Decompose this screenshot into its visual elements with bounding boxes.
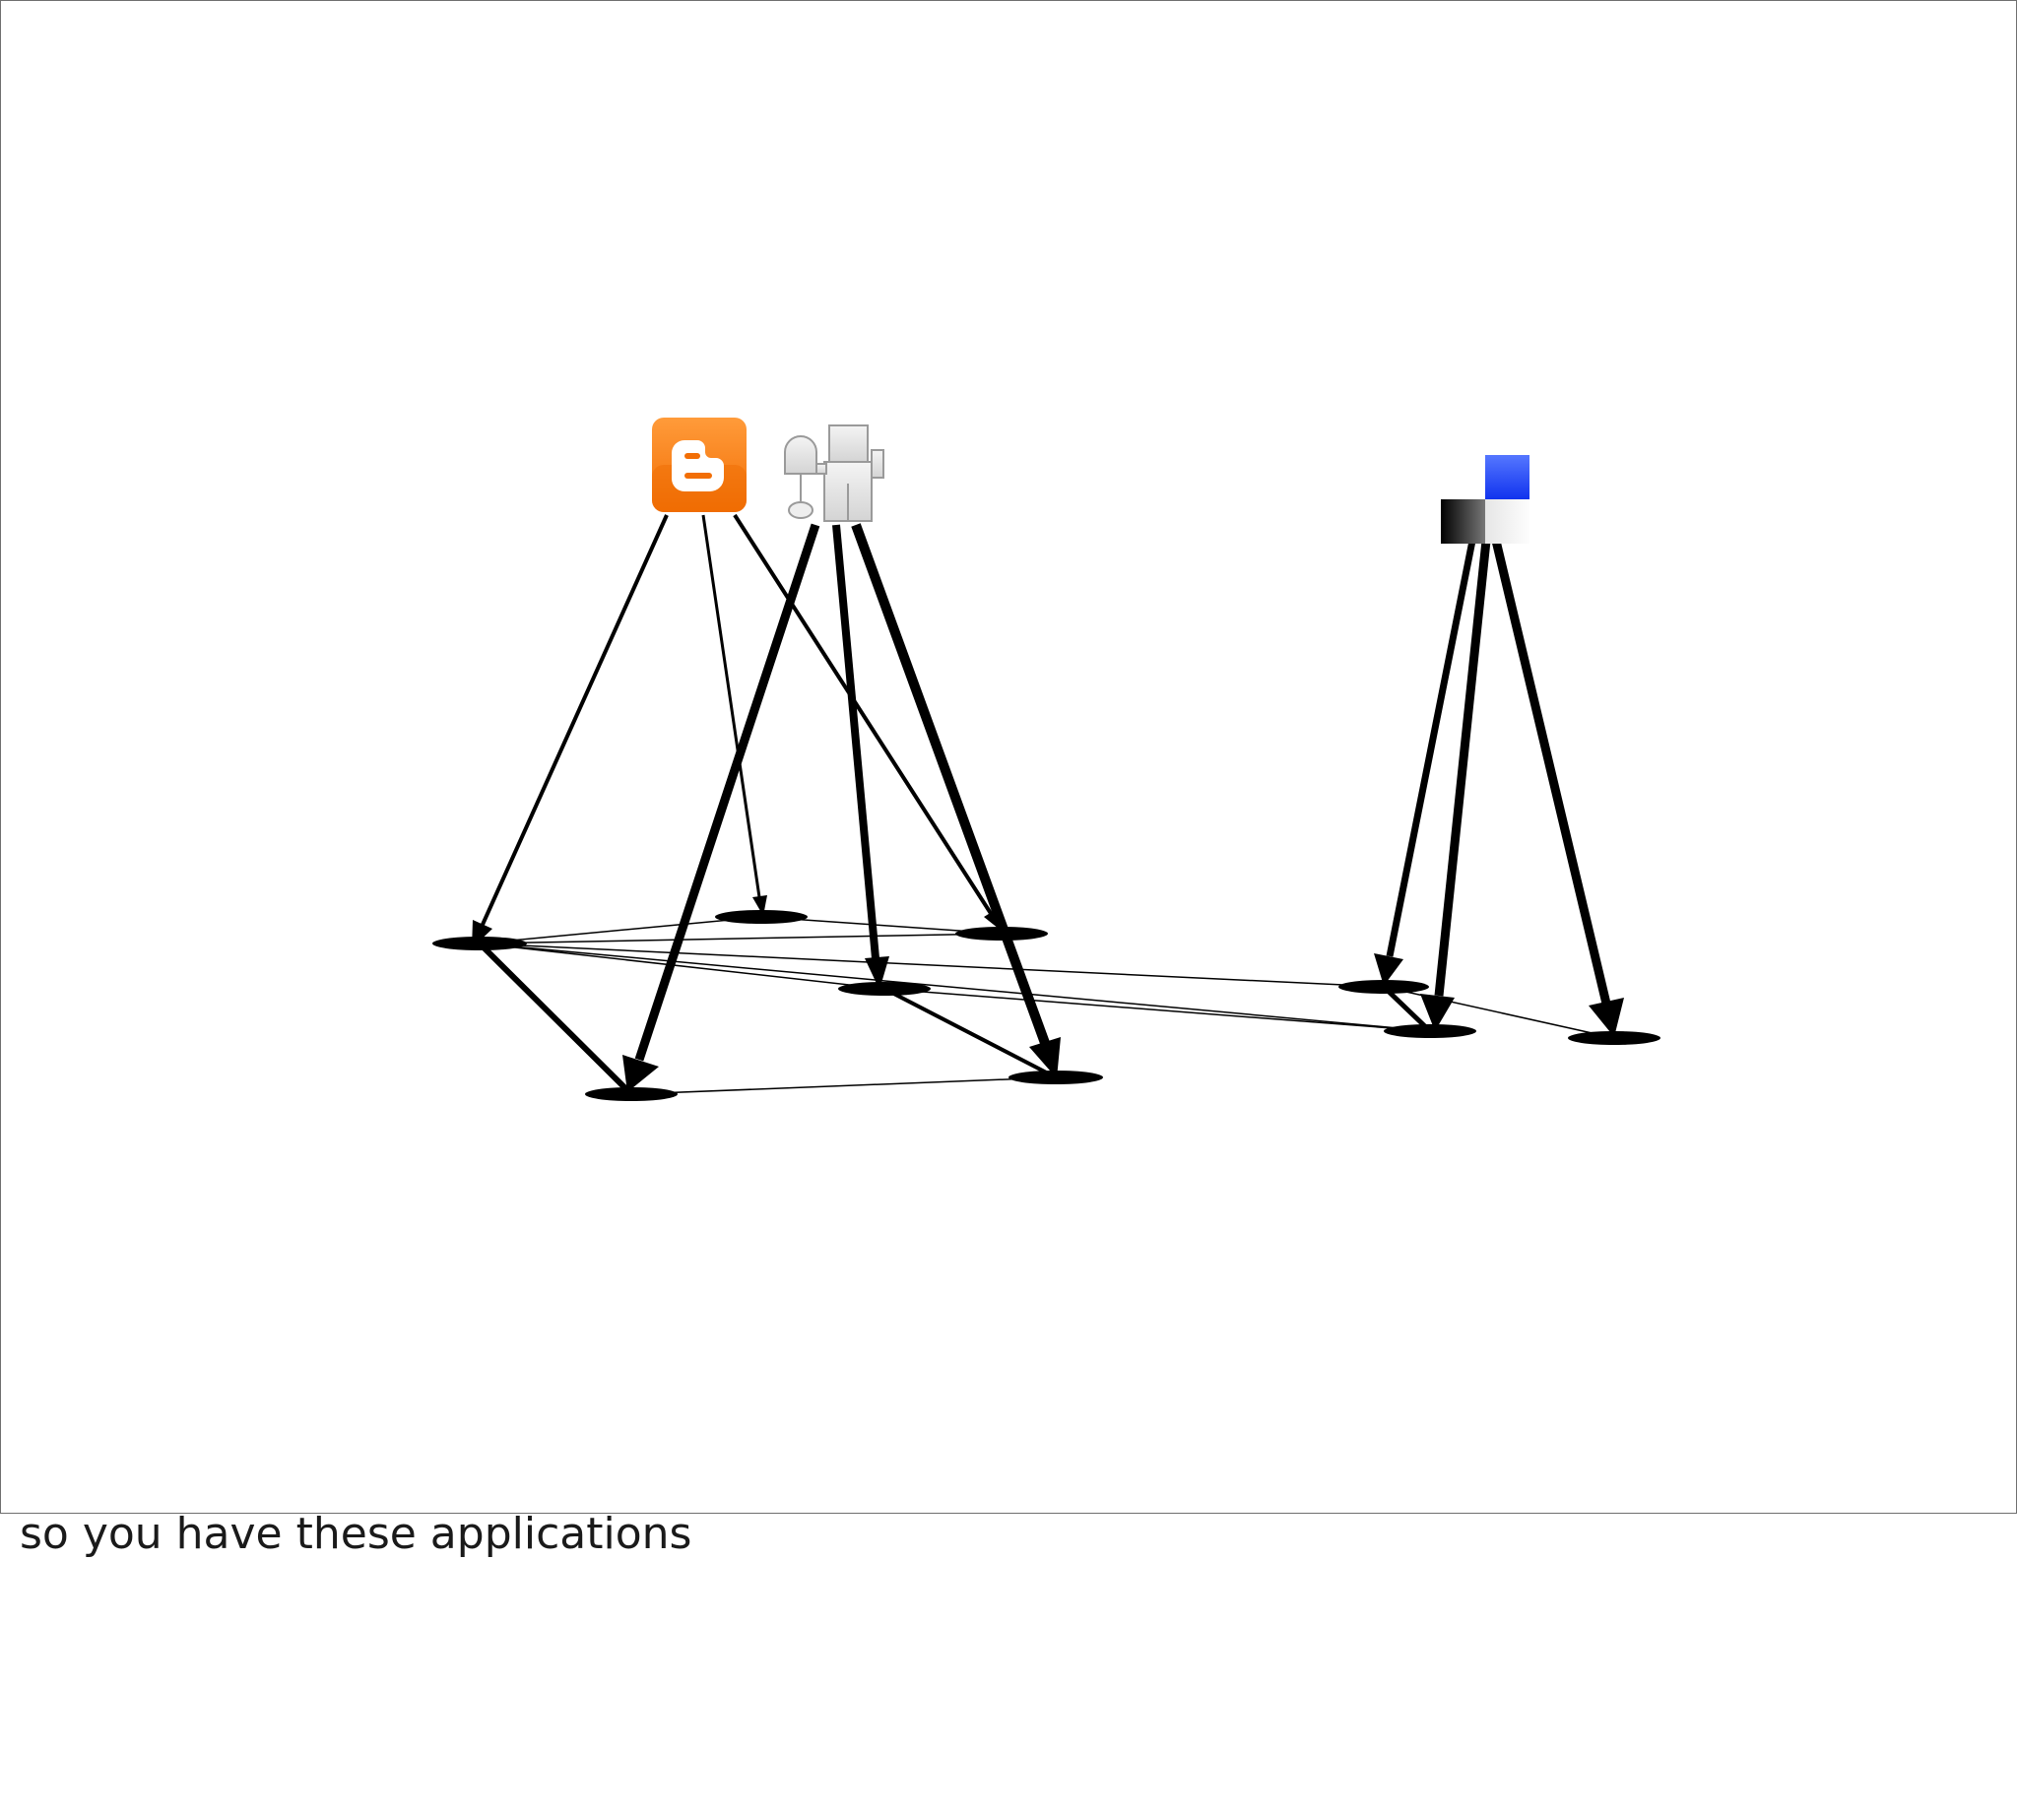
arrow-head bbox=[622, 1055, 659, 1092]
edge bbox=[630, 1076, 1057, 1095]
arrow-shaft bbox=[1434, 540, 1491, 997]
edge bbox=[1382, 985, 1432, 1033]
arrow-shaft bbox=[701, 514, 761, 898]
slide-caption: so you have these applications bbox=[20, 1509, 692, 1559]
slide-canvas bbox=[0, 0, 2017, 1514]
delicious-arrows bbox=[1374, 539, 1624, 1037]
node bbox=[838, 982, 931, 996]
node bbox=[1338, 980, 1429, 994]
arrow-head bbox=[865, 956, 889, 990]
network-diagram bbox=[432, 418, 1660, 1101]
arrow-shaft bbox=[1386, 540, 1476, 957]
edge bbox=[479, 942, 885, 990]
node bbox=[1008, 1071, 1103, 1084]
digg-icon bbox=[784, 424, 884, 522]
node bbox=[432, 937, 527, 950]
edge bbox=[479, 942, 1385, 988]
arrow-shaft bbox=[733, 513, 994, 917]
delicious-icon bbox=[1441, 455, 1529, 544]
arrow-shaft bbox=[480, 514, 669, 928]
edge bbox=[479, 933, 1003, 944]
node bbox=[1568, 1031, 1660, 1045]
edge bbox=[479, 942, 1431, 1032]
edge bbox=[477, 941, 634, 1097]
network-nodes bbox=[432, 910, 1660, 1101]
arrow-head bbox=[1589, 998, 1624, 1037]
edge bbox=[883, 988, 1431, 1032]
node bbox=[1384, 1024, 1476, 1038]
blogger-icon bbox=[652, 418, 747, 512]
arrow-head bbox=[1420, 994, 1455, 1031]
arrow-shaft bbox=[832, 524, 879, 959]
edge bbox=[479, 916, 762, 944]
arrow-head bbox=[1374, 953, 1403, 986]
node bbox=[715, 910, 808, 924]
blogger-arrows bbox=[472, 513, 1004, 948]
edge bbox=[883, 987, 1057, 1079]
arrow-head bbox=[752, 895, 767, 916]
arrow-head bbox=[472, 920, 492, 948]
arrow-shaft bbox=[1491, 539, 1611, 1006]
arrow-shaft bbox=[634, 523, 820, 1062]
node bbox=[585, 1087, 678, 1101]
arrow-head bbox=[1029, 1037, 1061, 1078]
arrow-shaft bbox=[851, 523, 1050, 1045]
digg-arrows bbox=[622, 523, 1061, 1092]
